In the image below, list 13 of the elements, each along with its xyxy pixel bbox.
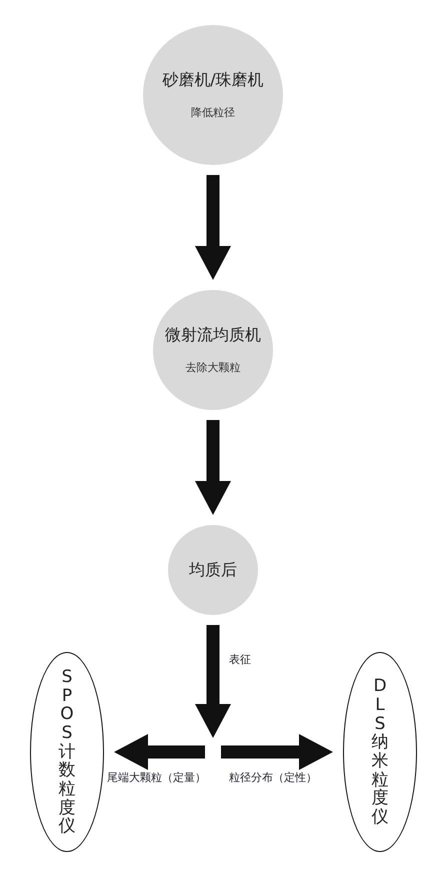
node-subtitle: 降低粒径 (191, 105, 235, 120)
node-title: SPOS计数粒度仪 (58, 668, 76, 836)
arrow (195, 175, 231, 280)
node-title: DLS纳米粒度仪 (372, 677, 388, 827)
edge-label: 表征 (228, 652, 252, 667)
node-subtitle: 去除大颗粒 (186, 360, 240, 375)
node-title: 均质后 (189, 560, 237, 580)
arrow (221, 734, 333, 770)
arrow (114, 734, 205, 770)
node-title: 微射流均质机 (165, 325, 261, 346)
arrow (195, 420, 231, 515)
arrow (195, 625, 231, 738)
node-title: 砂磨机/珠磨机 (162, 70, 264, 91)
